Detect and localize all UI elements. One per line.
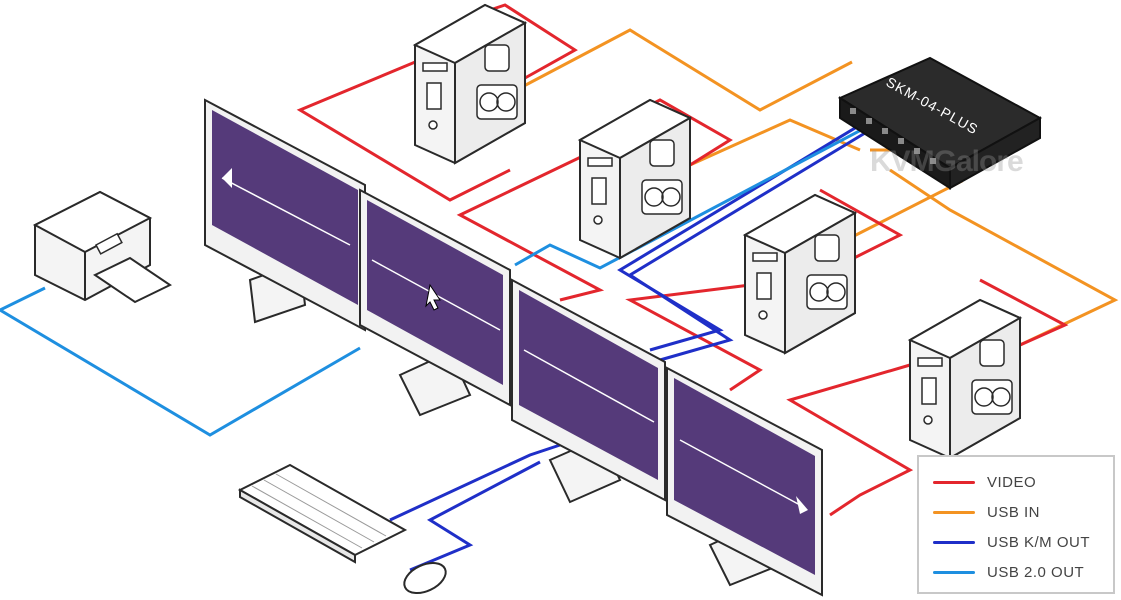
printer-icon [32,190,172,304]
legend-label-usb-20-out: USB 2.0 OUT [987,563,1085,581]
monitor-4 [666,366,823,597]
legend-item-usb-in: USB IN [933,502,1040,522]
legend-swatch-usb-20-out [933,570,975,574]
legend-item-usb-20-out: USB 2.0 OUT [933,562,1084,582]
legend-label-usb-km-out: USB K/M OUT [987,533,1091,551]
computer-1-icon [414,4,526,164]
legend: VIDEO USB IN USB K/M OUT USB 2.0 OUT [917,455,1115,594]
legend-item-video: VIDEO [933,472,1036,492]
legend-swatch-video [933,480,975,484]
legend-label-usb-in: USB IN [987,503,1041,521]
legend-swatch-usb-in [933,510,975,514]
legend-label-video: VIDEO [987,473,1037,491]
monitor-1 [204,98,366,332]
monitor-3 [511,278,666,504]
usb-20-cables [0,118,881,437]
monitor-2 [359,188,511,417]
legend-item-usb-km-out: USB K/M OUT [933,532,1090,552]
watermark-logo: KVMGalore [870,145,1024,178]
computer-2-icon [579,99,691,259]
kvm-switch: SKM-04-PLUS [837,56,1043,190]
legend-swatch-usb-km-out [933,540,975,544]
video-cables [296,3,1069,517]
usb-km-cables [389,123,871,572]
keyboard-icon [237,463,408,564]
mouse-icon [403,561,447,595]
computer-4-icon [909,299,1021,459]
computer-3-icon [744,194,856,354]
